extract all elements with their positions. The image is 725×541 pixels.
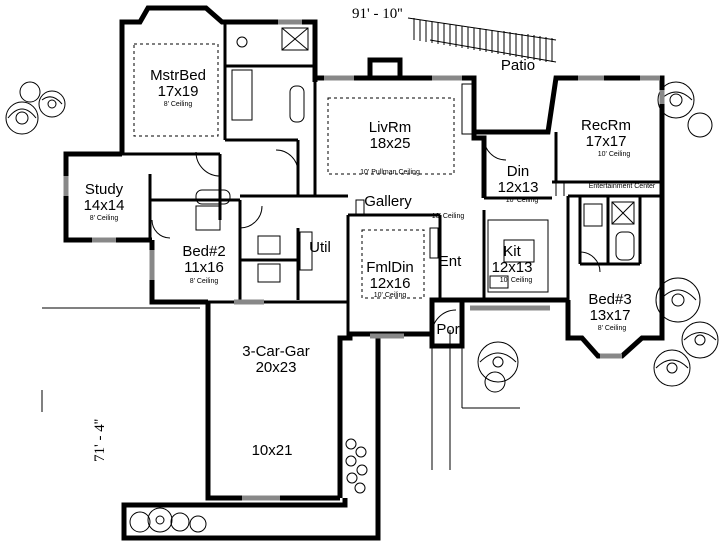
room-ceiling-rec: 10' Ceiling	[598, 151, 631, 158]
room-name-rec: RecRm	[581, 117, 631, 134]
room-name-ent-center: Entertainment Center	[589, 183, 656, 190]
room-name-study: Study	[85, 181, 124, 198]
stair-icon	[299, 231, 313, 271]
room-size-garage: 20x23	[256, 359, 297, 376]
vanity-icon	[583, 203, 603, 227]
shower-icon	[611, 201, 635, 225]
labels: 91' - 10'' 71' - 4'' MstrBed 17x19 8' Ce…	[84, 6, 656, 462]
room-name-fmldin: FmlDin	[366, 259, 414, 276]
room-size-study: 14x14	[84, 197, 125, 214]
tree-icon	[129, 507, 207, 533]
fixtures	[133, 27, 635, 299]
room-name-din: Din	[507, 163, 530, 180]
patio-hatch	[407, 17, 557, 62]
room-name-ent: Ent	[439, 253, 462, 270]
washer-icon	[257, 235, 281, 255]
room-size-rec: 17x17	[586, 133, 627, 150]
room-size-fmldin: 12x16	[370, 275, 411, 292]
bathtub-icon	[289, 85, 305, 123]
room-size-bed2: 11x16	[184, 259, 224, 276]
room-ceiling-bed2: 8' Ceiling	[190, 278, 219, 285]
bathtub-icon	[615, 231, 635, 261]
toilet-icon	[236, 36, 248, 48]
room-name-gallery: Gallery	[364, 193, 412, 210]
room-ceiling-gallery: 10' Ceiling	[432, 213, 465, 220]
room-size-bed3: 13x17	[590, 307, 631, 324]
windows	[63, 19, 665, 501]
room-name-bed3: Bed#3	[588, 291, 631, 308]
room-ceiling-bed3: 8' Ceiling	[598, 325, 627, 332]
room-ceiling-kit: 10' Ceiling	[500, 277, 533, 284]
vanity-icon	[231, 69, 253, 121]
room-name-garage: 3-Car-Gar	[242, 343, 310, 360]
range-icon	[489, 275, 509, 289]
ceiling-outline	[327, 97, 455, 175]
room-ceiling-din: 10' Ceiling	[506, 197, 539, 204]
counter-icon	[487, 219, 549, 293]
room-ceiling-study: 8' Ceiling	[90, 215, 119, 222]
exterior-walls	[63, 5, 665, 541]
room-size-liv: 18x25	[370, 135, 411, 152]
dining-table-outline	[361, 229, 425, 299]
fireplace-icon	[461, 83, 473, 135]
vanity-icon	[195, 205, 221, 231]
interior-walls	[122, 22, 662, 336]
dimension-width: 91' - 10''	[352, 6, 403, 22]
room-size-din: 12x13	[498, 179, 539, 196]
shower-icon	[281, 27, 309, 51]
tree-icon	[477, 341, 519, 393]
tree-icon	[657, 81, 713, 138]
tree-icon	[5, 81, 66, 135]
shrub-icon	[345, 438, 368, 494]
dryer-icon	[257, 263, 281, 283]
dimension-depth: 71' - 4''	[92, 419, 108, 462]
bathtub-icon	[195, 189, 231, 205]
room-name-patio: Patio	[501, 57, 535, 74]
landscaping	[5, 81, 719, 533]
bed-outline	[133, 43, 219, 137]
gallery-column	[429, 227, 439, 259]
room-size-garage-bay: 10x21	[252, 442, 293, 459]
room-name-por: Por	[436, 321, 459, 338]
room-size-kit: 12x13	[492, 259, 533, 276]
room-name-liv: LivRm	[369, 119, 412, 136]
room-ceiling-fmldin: 10' Ceiling	[374, 292, 407, 299]
room-name-mstr: MstrBed	[150, 67, 206, 84]
doors	[151, 137, 601, 335]
room-size-mstr: 17x19	[158, 83, 199, 100]
island-icon	[503, 239, 535, 263]
gallery-column	[355, 199, 365, 215]
room-name-util: Util	[309, 239, 331, 256]
room-name-bed2: Bed#2	[182, 243, 225, 260]
room-ceiling-liv: 10' Pullman Ceiling	[360, 169, 420, 176]
room-ceiling-mstr: 8' Ceiling	[164, 101, 193, 108]
room-name-kit: Kit	[503, 243, 521, 260]
